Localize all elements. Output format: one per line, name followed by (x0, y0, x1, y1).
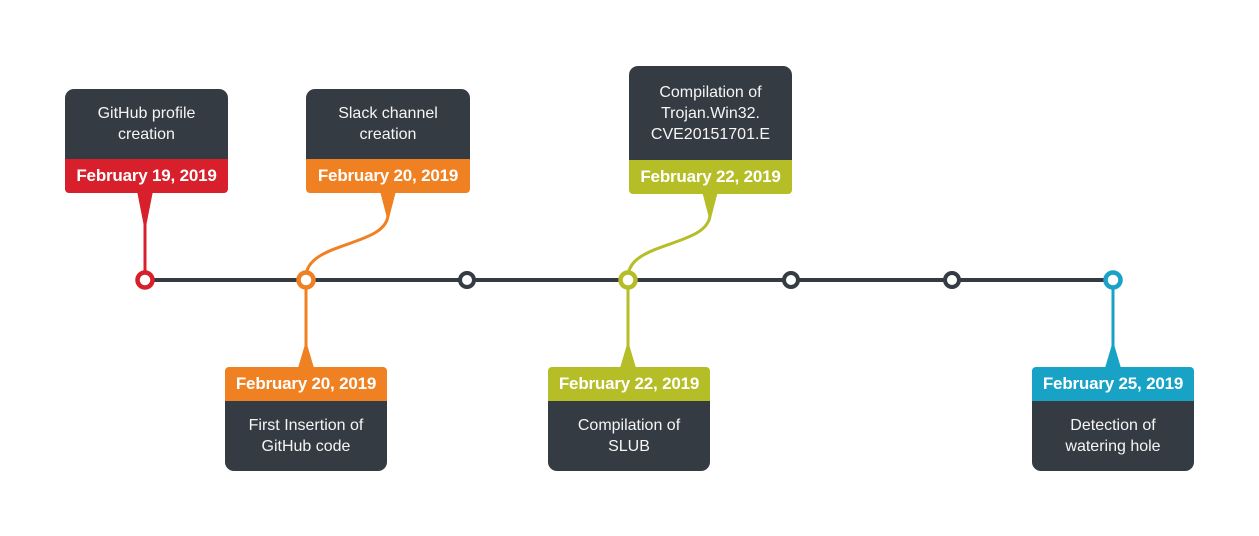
event-card-trojan-compilation: Compilation of Trojan.Win32. CVE20151701… (629, 66, 792, 194)
timeline-node-orange (296, 270, 316, 290)
event-card-github-profile: GitHub profile creation February 19, 201… (65, 89, 228, 193)
timeline-node-green (618, 270, 638, 290)
event-title: Detection of watering hole (1032, 401, 1194, 471)
connector-watering-hole (1105, 282, 1121, 368)
event-date-badge: February 25, 2019 (1032, 367, 1194, 401)
event-title: Compilation of Trojan.Win32. CVE20151701… (629, 66, 792, 160)
event-title: GitHub profile creation (65, 89, 228, 159)
event-card-slub-compilation: February 22, 2019 Compilation of SLUB (548, 367, 710, 471)
event-card-slack-channel: Slack channel creation February 20, 2019 (306, 89, 470, 193)
timeline-node-unlabeled-3 (943, 271, 961, 289)
connector-trojan-taper (702, 191, 718, 222)
connector-github-profile (137, 191, 153, 276)
timeline-node-red (135, 270, 155, 290)
timeline-node-unlabeled-1 (458, 271, 476, 289)
event-title: Compilation of SLUB (548, 401, 710, 471)
event-card-github-code: February 20, 2019 First Insertion of Git… (225, 367, 387, 471)
event-title: First Insertion of GitHub code (225, 401, 387, 471)
event-date-badge: February 22, 2019 (548, 367, 710, 401)
event-date-badge: February 20, 2019 (306, 159, 470, 193)
connector-slack-taper (380, 191, 396, 222)
timeline-node-unlabeled-2 (782, 271, 800, 289)
connector-github-code (298, 282, 314, 368)
event-date-badge: February 19, 2019 (65, 159, 228, 193)
connector-slack-curve (304, 213, 390, 278)
event-card-watering-hole: February 25, 2019 Detection of watering … (1032, 367, 1194, 471)
connector-trojan-curve (626, 213, 712, 278)
event-date-badge: February 22, 2019 (629, 160, 792, 194)
event-title: Slack channel creation (306, 89, 470, 159)
event-date-badge: February 20, 2019 (225, 367, 387, 401)
timeline-node-blue (1103, 270, 1123, 290)
connector-slub (620, 282, 636, 368)
